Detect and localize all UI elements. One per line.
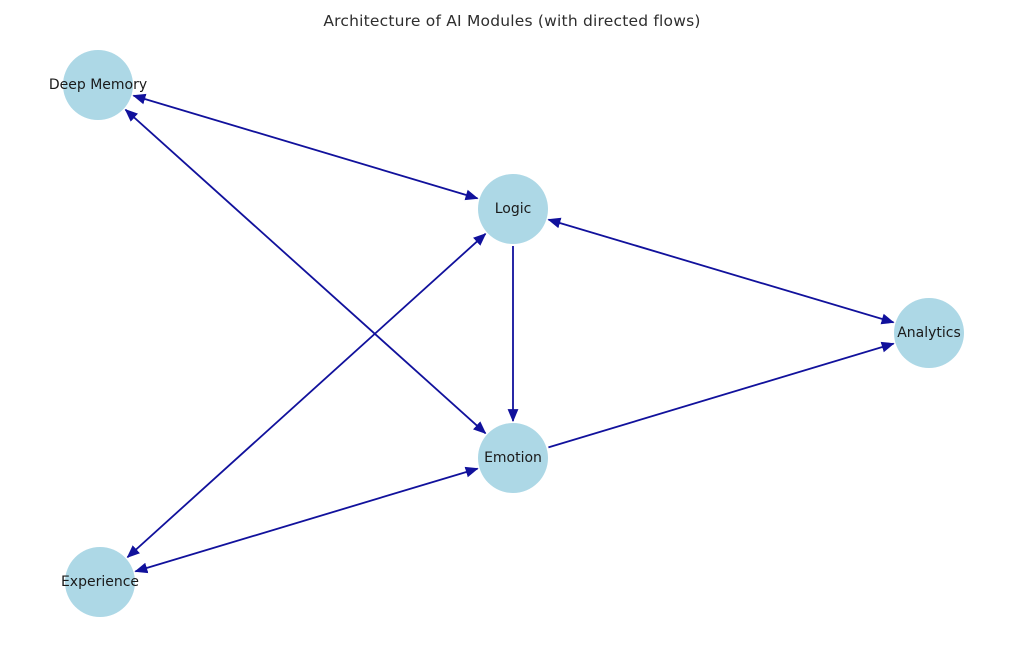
node-label-deep-memory: Deep Memory	[49, 77, 147, 93]
edge-emotion-experience	[134, 466, 479, 574]
node-label-analytics: Analytics	[897, 325, 961, 341]
node-label-logic: Logic	[495, 201, 532, 217]
node-analytics	[894, 298, 964, 368]
edge-deep-memory-emotion	[124, 108, 487, 435]
figure-title: Architecture of AI Modules (with directe…	[323, 12, 701, 30]
node-label-emotion: Emotion	[484, 450, 542, 466]
node-logic	[478, 174, 548, 244]
edge-deep-memory-logic	[132, 93, 479, 201]
node-emotion	[478, 423, 548, 493]
edge-logic-experience	[126, 233, 487, 558]
edge-emotion-analytics	[548, 341, 895, 449]
node-label-experience: Experience	[61, 574, 139, 590]
node-experience	[65, 547, 135, 617]
node-deep-memory	[63, 50, 133, 120]
edge-logic-analytics	[547, 217, 895, 325]
